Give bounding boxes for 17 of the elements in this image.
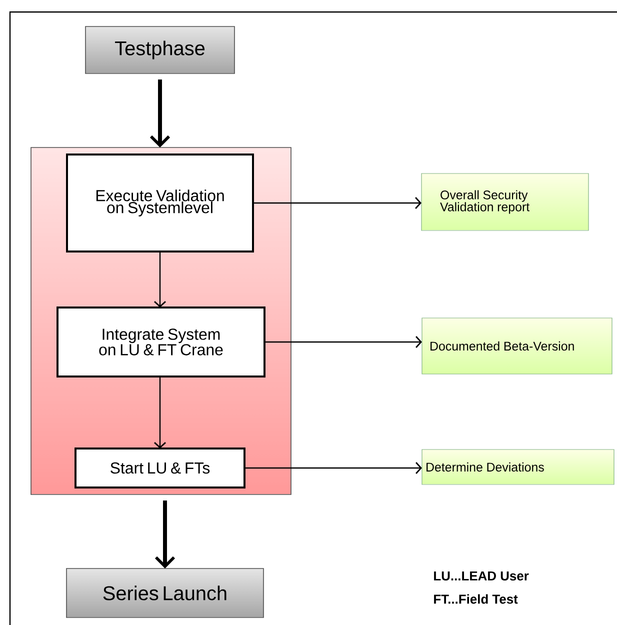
arrow (253, 197, 422, 209)
phase-box: Series Launch (66, 568, 264, 618)
process-box: Integrate System on LU & FT Crane (56, 306, 266, 378)
arrow (154, 376, 166, 448)
abbreviation-note: FT...Field Test (434, 594, 518, 604)
arrow (150, 135, 170, 148)
arrow (154, 556, 176, 568)
arrow (154, 252, 166, 308)
result-box: Documented Beta-Version (422, 318, 612, 374)
result-box: Determine Deviations (422, 449, 614, 485)
result-box: Overall Security Validation report (421, 173, 589, 231)
process-box: Execute Validation on Systemlevel (66, 154, 254, 252)
process-box: Start LU & FTs (74, 448, 246, 488)
arrow (264, 336, 422, 348)
phase-box: Testphase (85, 26, 235, 74)
arrow (244, 462, 422, 474)
abbreviation-note: LU...LEAD User (434, 571, 529, 580)
